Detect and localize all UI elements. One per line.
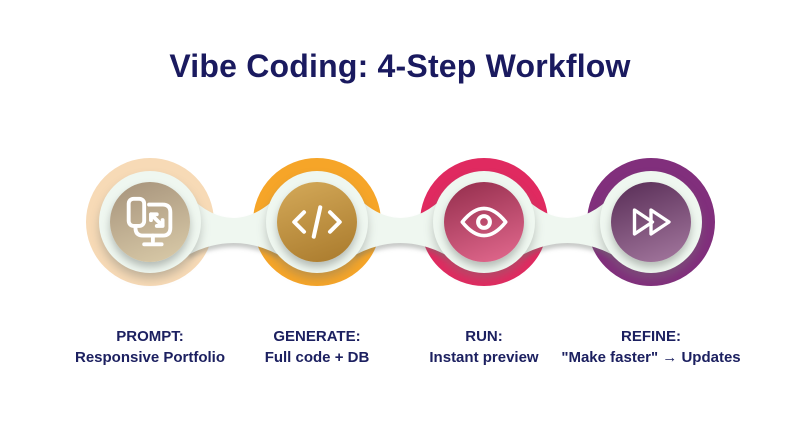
step-label-title: RUN: <box>465 328 503 345</box>
step-label-prompt: PROMPT: Responsive Portfolio <box>25 326 275 368</box>
eye-icon <box>460 206 508 238</box>
connector-band-1 <box>188 195 279 255</box>
step-core-run <box>444 182 524 262</box>
step-core-refine <box>611 182 691 262</box>
step-label-refine: REFINE: "Make faster" → Updates <box>526 326 776 368</box>
step-label-title: GENERATE: <box>273 328 361 345</box>
diagram-title: Vibe Coding: 4-Step Workflow <box>169 48 631 84</box>
fast-forward-icon <box>632 208 671 236</box>
responsive-devices-icon <box>126 196 173 247</box>
step-core-generate <box>277 182 357 262</box>
step-label-detail: "Make faster" → Updates <box>561 349 741 366</box>
code-icon <box>292 205 342 239</box>
step-label-detail: Instant preview <box>429 349 539 366</box>
step-label-run: RUN: Instant preview <box>359 326 609 368</box>
step-label-generate: GENERATE: Full code + DB <box>192 326 442 368</box>
step-label-title: REFINE: <box>621 328 681 345</box>
step-label-detail: Responsive Portfolio <box>74 349 226 366</box>
step-label-detail: Full code + DB <box>264 349 370 366</box>
connector-band-3 <box>522 195 613 255</box>
step-core-prompt <box>110 182 190 262</box>
step-label-title: PROMPT: <box>116 328 184 345</box>
connector-band-2 <box>355 195 446 255</box>
